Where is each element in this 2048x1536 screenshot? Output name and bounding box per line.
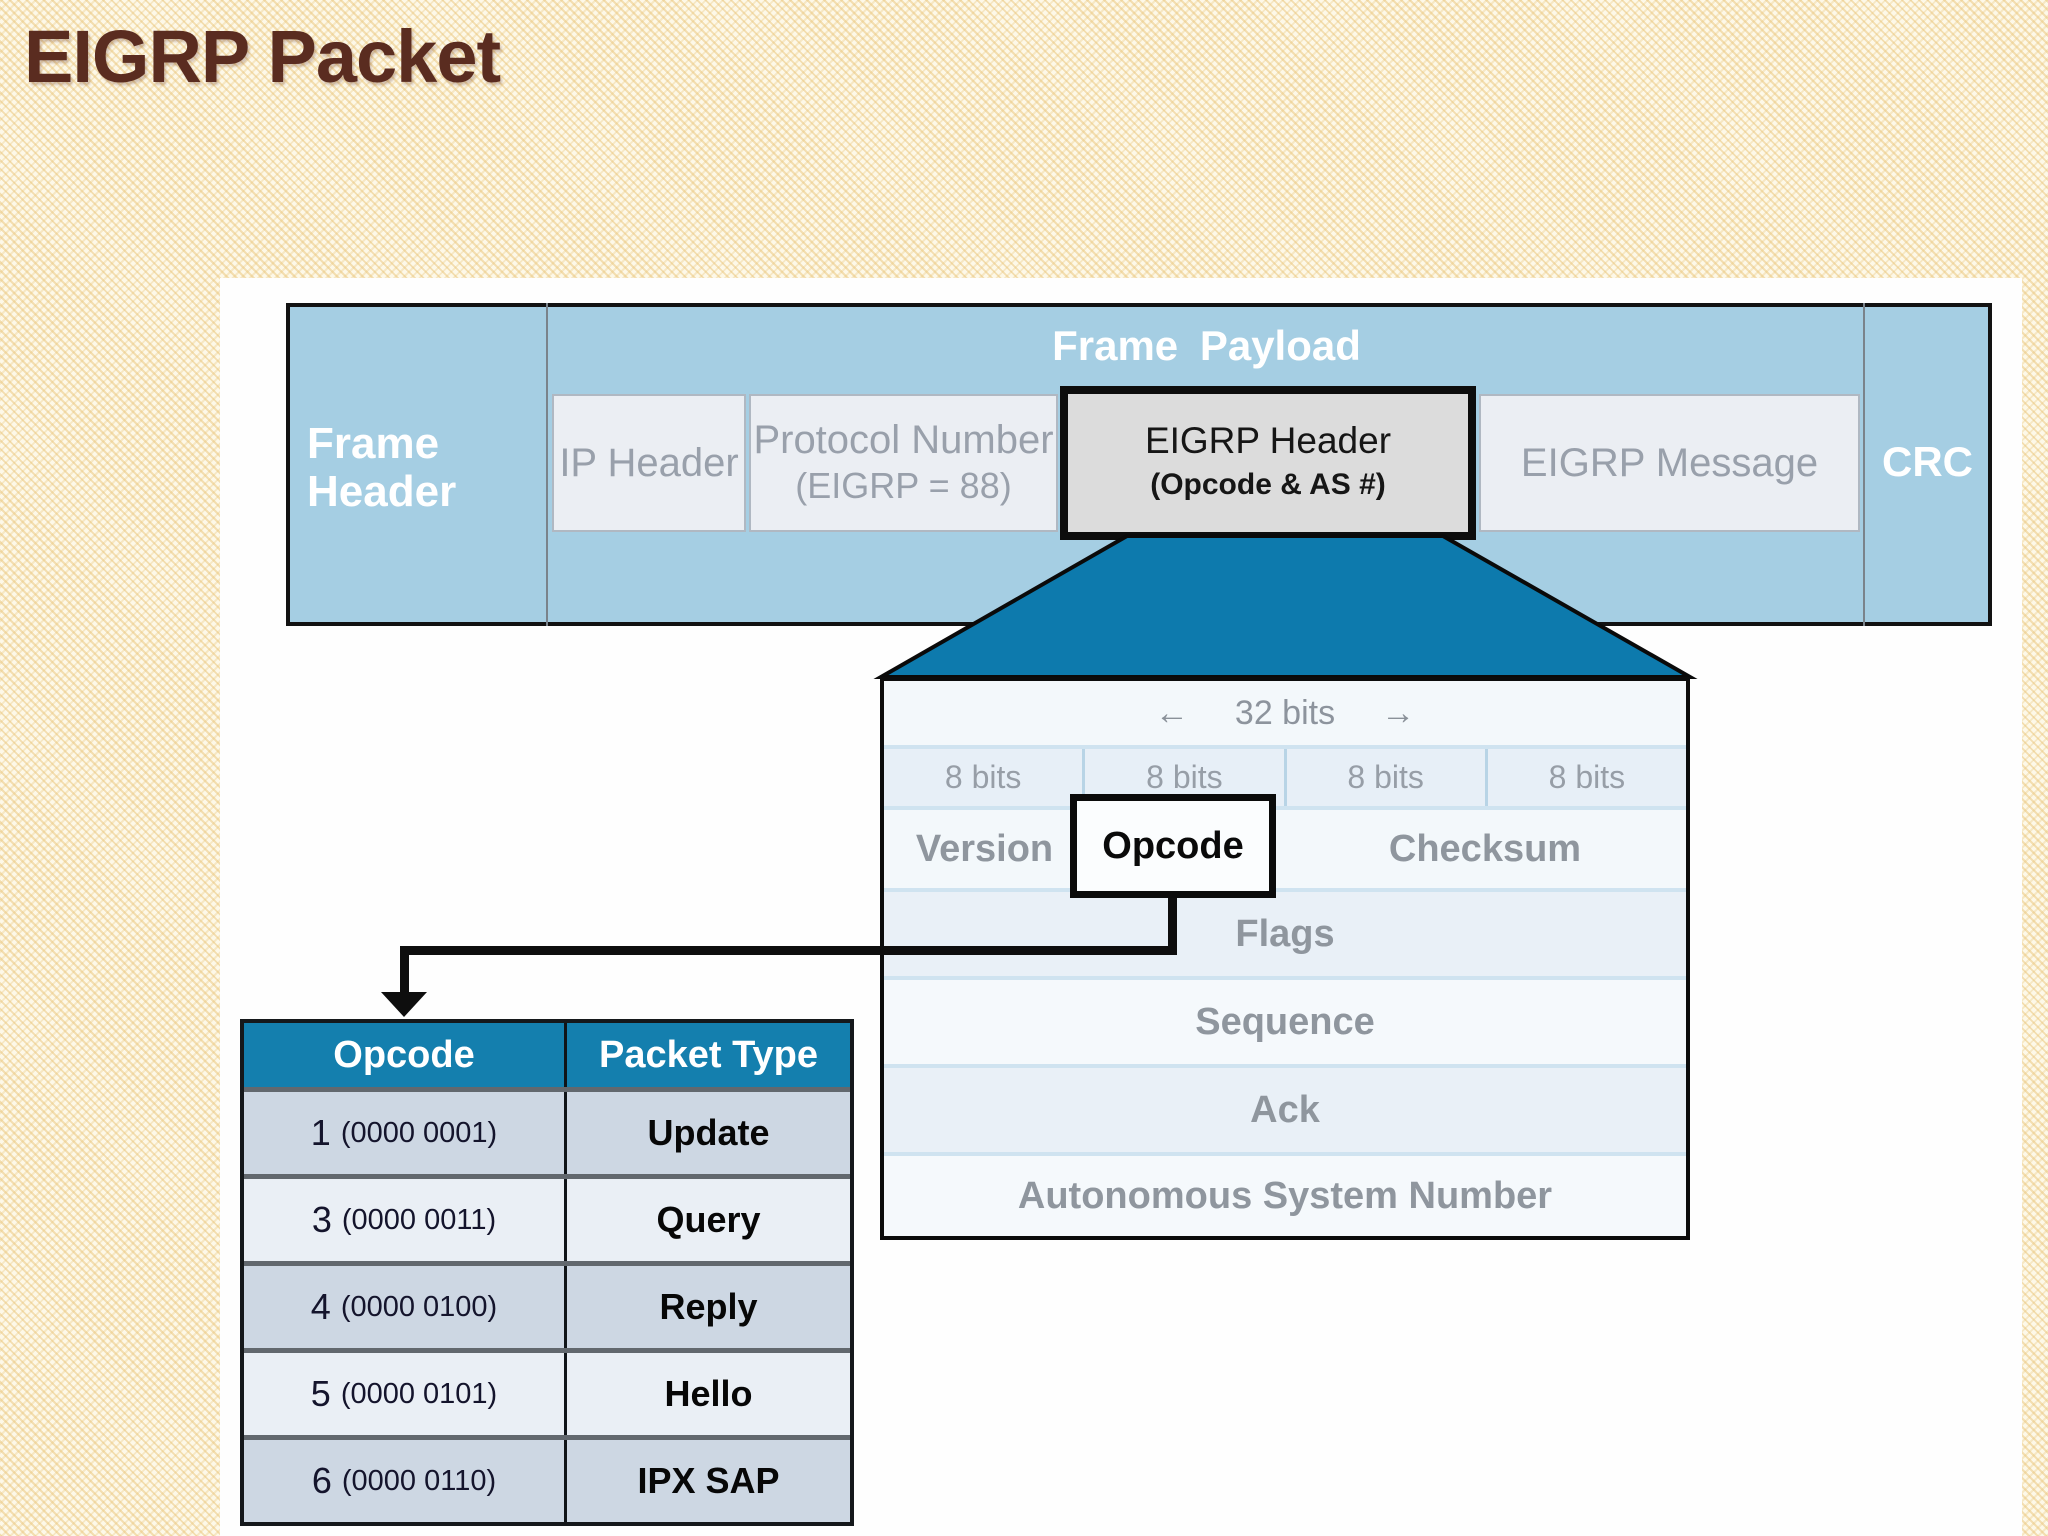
protocol-number-cell: Protocol Number (EIGRP = 88) bbox=[749, 394, 1058, 532]
byte-cell-3: 8 bits bbox=[1283, 749, 1485, 806]
opcode-value-cell: 5 (0000 0101) bbox=[244, 1353, 564, 1435]
frame-payload-title: Frame Payload bbox=[1052, 322, 1361, 369]
packet-type-cell: Query bbox=[564, 1179, 850, 1261]
eigrp-message-cell: EIGRP Message bbox=[1479, 394, 1860, 532]
page-title: EIGRP Packet bbox=[24, 15, 501, 98]
frame-header-line1: Frame bbox=[307, 419, 440, 468]
opcode-field-highlighted: Opcode bbox=[1070, 794, 1276, 898]
opcode-number: 3 bbox=[311, 1199, 332, 1240]
frame-header-divider bbox=[546, 303, 548, 626]
opcode-number: 4 bbox=[310, 1286, 331, 1327]
eigrp-header-line2: (Opcode & AS #) bbox=[1150, 468, 1386, 501]
packet-type-cell: Update bbox=[564, 1092, 850, 1174]
table-row: 4 (0000 0100) Reply bbox=[244, 1261, 850, 1348]
packet-type-column-header: Packet Type bbox=[564, 1023, 850, 1087]
opcode-packet-type-table: Opcode Packet Type 1 (0000 0001) Update … bbox=[240, 1019, 854, 1526]
ip-header-cell: IP Header bbox=[552, 394, 746, 532]
opcode-binary: (0000 0101) bbox=[340, 1377, 498, 1410]
bit-width-label: 32 bits bbox=[1234, 693, 1336, 732]
opcode-value-cell: 3 (0000 0011) bbox=[244, 1179, 564, 1261]
opcode-value-cell: 6 (0000 0110) bbox=[244, 1440, 564, 1522]
bit-width-row: ← 32 bits → bbox=[884, 681, 1686, 745]
checksum-field: Checksum bbox=[1388, 827, 1582, 870]
autonomous-system-number-field-row: Autonomous System Number bbox=[884, 1152, 1686, 1236]
opcode-column-header: Opcode bbox=[333, 1033, 475, 1076]
ack-field-row: Ack bbox=[884, 1064, 1686, 1152]
eigrp-header-cell-highlighted: EIGRP Header (Opcode & AS #) bbox=[1060, 386, 1476, 540]
connector-horizontal-segment bbox=[400, 946, 1177, 955]
byte-columns-row: 8 bits 8 bits 8 bits 8 bits bbox=[884, 745, 1686, 806]
opcode-binary: (0000 0001) bbox=[340, 1116, 498, 1149]
version-field: Version bbox=[915, 827, 1054, 870]
connector-vertical-segment-2 bbox=[400, 946, 409, 994]
connector-vertical-segment-1 bbox=[1168, 898, 1177, 951]
opcode-number: 1 bbox=[310, 1112, 331, 1153]
opcode-value-cell: 1 (0000 0001) bbox=[244, 1092, 564, 1174]
table-row: 1 (0000 0001) Update bbox=[244, 1087, 850, 1174]
byte-cell-2: 8 bits bbox=[1082, 749, 1283, 806]
packet-type-cell: Hello bbox=[564, 1353, 850, 1435]
version-opcode-checksum-row: Version Checksum bbox=[884, 806, 1686, 888]
protocol-number-line1: Protocol Number bbox=[753, 418, 1054, 462]
opcode-value-cell: 4 (0000 0100) bbox=[244, 1266, 564, 1348]
packet-type-cell: Reply bbox=[564, 1266, 850, 1348]
frame-header-line2: Header bbox=[307, 467, 457, 516]
opcode-binary: (0000 0110) bbox=[341, 1464, 497, 1497]
byte-cell-1: 8 bits bbox=[944, 759, 1022, 795]
table-row: 6 (0000 0110) IPX SAP bbox=[244, 1435, 850, 1522]
opcode-binary: (0000 0011) bbox=[341, 1203, 497, 1236]
eigrp-header-detail-table: ← 32 bits → 8 bits 8 bits 8 bits 8 bits … bbox=[880, 677, 1690, 1240]
frame-header-cell: Frame Header bbox=[307, 420, 537, 516]
opcode-binary: (0000 0100) bbox=[340, 1290, 498, 1323]
opcode-number: 6 bbox=[311, 1460, 332, 1501]
protocol-number-line2: (EIGRP = 88) bbox=[795, 465, 1012, 506]
right-arrow-icon: → bbox=[1381, 693, 1416, 732]
eigrp-header-line1: EIGRP Header bbox=[1144, 420, 1392, 461]
sequence-field-row: Sequence bbox=[884, 976, 1686, 1064]
packet-type-cell: IPX SAP bbox=[564, 1440, 850, 1522]
flags-field-row: Flags bbox=[884, 888, 1686, 976]
crc-cell: CRC bbox=[1882, 438, 1973, 485]
opcode-table-header-row: Opcode Packet Type bbox=[244, 1023, 850, 1087]
byte-cell-4: 8 bits bbox=[1484, 749, 1686, 806]
opcode-number: 5 bbox=[310, 1373, 331, 1414]
table-row: 3 (0000 0011) Query bbox=[244, 1174, 850, 1261]
crc-divider bbox=[1863, 303, 1865, 626]
table-row: 5 (0000 0101) Hello bbox=[244, 1348, 850, 1435]
down-arrowhead-icon bbox=[381, 992, 427, 1017]
left-arrow-icon: ← bbox=[1154, 693, 1189, 732]
